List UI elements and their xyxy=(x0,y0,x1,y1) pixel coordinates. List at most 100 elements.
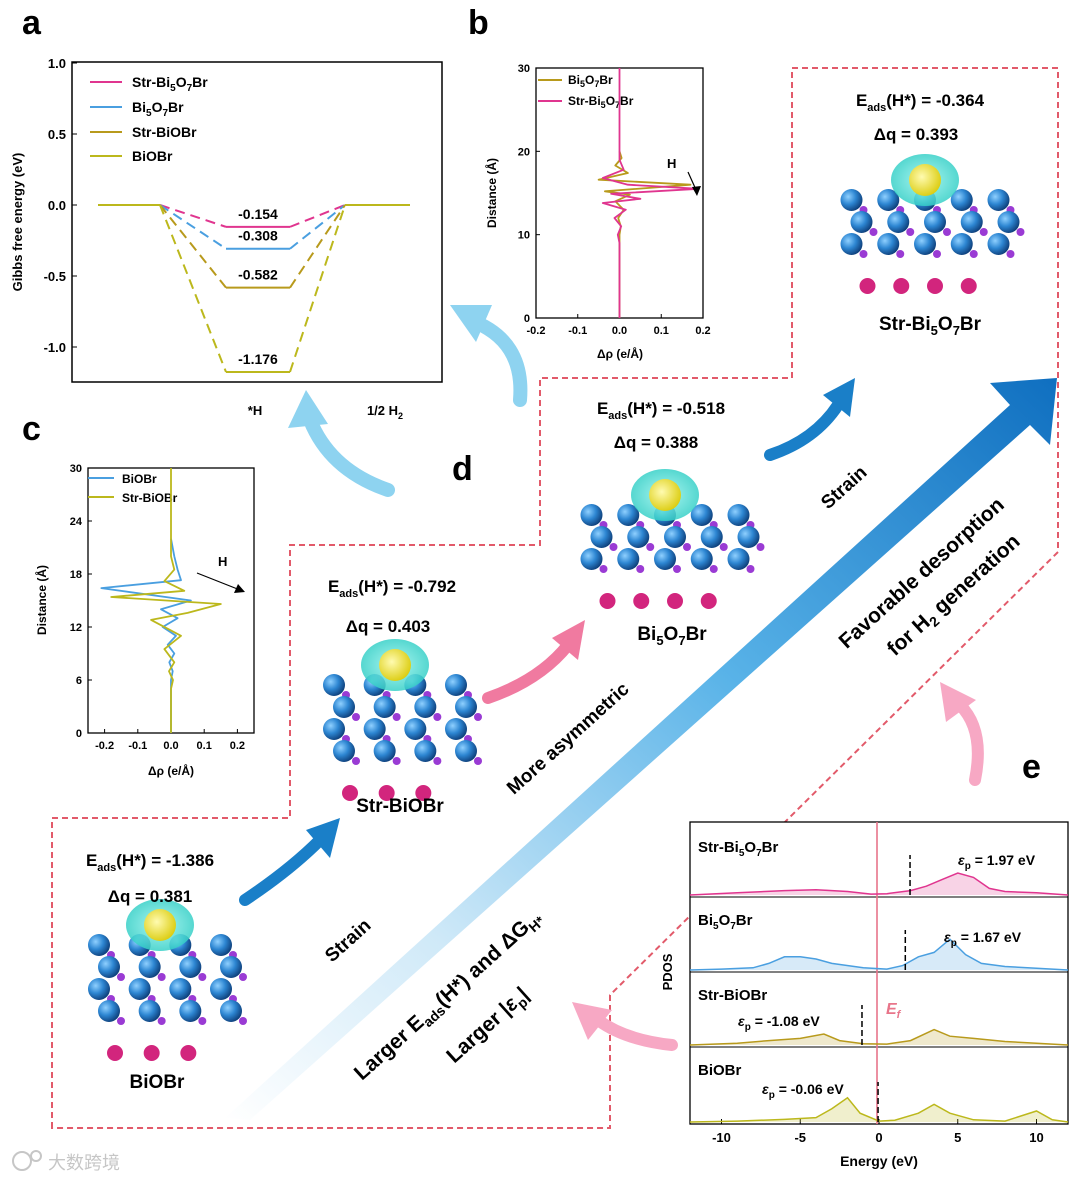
br-atom xyxy=(960,278,977,294)
watermark-logo-icon xyxy=(30,1150,42,1162)
o-atom xyxy=(239,1017,247,1025)
o-atom xyxy=(756,543,765,551)
legend-entry: BiOBr xyxy=(122,472,157,486)
h-atom xyxy=(379,649,411,681)
br-atom xyxy=(667,593,683,609)
ytick-label: -0.5 xyxy=(44,269,66,284)
bi-atom xyxy=(98,956,120,978)
bi-atom xyxy=(455,740,477,762)
arrow-pink-3-head xyxy=(572,1002,612,1040)
bi-atom xyxy=(877,233,900,255)
arrow-pink-2-head xyxy=(940,682,976,722)
eads-label-bi5o7br: Eads(H*) = -0.518 xyxy=(597,399,725,422)
strain-label-1: Strain xyxy=(321,915,375,967)
ytick-label: -1.0 xyxy=(44,340,66,355)
ytick-label: 10 xyxy=(518,230,530,242)
bi-atom xyxy=(323,718,345,740)
bi-atom xyxy=(373,696,396,718)
chart-c-annotation: H xyxy=(218,554,227,569)
eads-label-biobr: Eads(H*) = -1.386 xyxy=(86,851,214,874)
structure-name-biobr: BiOBr xyxy=(130,1072,186,1093)
xtick-label: 0.2 xyxy=(230,740,245,752)
pdos-series-label: Bi5O7Br xyxy=(698,912,753,932)
legend-entry: Str-BiOBr xyxy=(122,491,178,505)
h-atom xyxy=(909,164,941,196)
o-atom xyxy=(157,973,166,981)
bi-atom xyxy=(88,978,110,1000)
chart-a-legend: Str-Bi5O7Br Bi5O7Br Str-BiOBr BiOBr xyxy=(90,74,208,164)
dq-label-bi5o7br: Δq = 0.388 xyxy=(614,433,699,452)
pdos-area xyxy=(690,873,1068,895)
structure-model xyxy=(323,639,482,801)
o-atom xyxy=(198,1017,207,1025)
bi-atom xyxy=(210,978,232,1000)
bi-atom xyxy=(179,956,202,978)
watermark-logo-icon xyxy=(12,1151,32,1171)
energy-value-label: -1.176 xyxy=(238,351,278,367)
o-atom xyxy=(117,973,125,981)
o-atom xyxy=(239,973,247,981)
bi-atom xyxy=(700,526,723,548)
pdos-line xyxy=(689,1096,1069,1123)
xtick-label: -0.2 xyxy=(95,740,114,752)
structure-name-bi5o7br: Bi5O7Br xyxy=(637,624,707,648)
legend-entry: Str-Bi5O7Br xyxy=(568,94,634,110)
o-atom xyxy=(392,713,401,721)
pdos-series-label: BiOBr xyxy=(698,1062,742,1079)
bi-atom xyxy=(220,956,242,978)
xtick-label: 0.2 xyxy=(695,325,710,337)
chart-b-annotation: H xyxy=(667,156,676,171)
structure-model xyxy=(840,154,1025,294)
br-atom xyxy=(378,785,395,801)
o-atom xyxy=(943,228,951,236)
xtick-label: -0.1 xyxy=(568,325,587,337)
xtick-label: 0.0 xyxy=(612,325,627,337)
energy-value-label: -0.308 xyxy=(238,228,278,244)
ytick-label: 6 xyxy=(76,675,82,687)
bi-atom xyxy=(580,548,603,570)
panel-label-a: a xyxy=(22,4,42,42)
bi-atom xyxy=(664,526,686,548)
bi-atom xyxy=(987,233,1010,255)
chart-c-xlabel: Δρ (e/Å) xyxy=(148,763,194,778)
bi-atom xyxy=(987,189,1010,211)
chart-c-ylabel: Distance (Å) xyxy=(34,565,49,635)
o-atom xyxy=(933,250,941,258)
eads-label-str-bi5o7br: Eads(H*) = -0.364 xyxy=(856,91,985,114)
chart-a-plot: -0.154-0.308-0.582-1.176 xyxy=(98,204,410,373)
bi-atom xyxy=(404,718,427,740)
o-atom xyxy=(869,228,878,236)
o-atom xyxy=(859,250,868,258)
chart-b-xlabel: Δρ (e/Å) xyxy=(597,346,643,361)
h-atom xyxy=(144,909,176,941)
ytick-label: 0 xyxy=(76,728,82,740)
arrow-pink-1 xyxy=(482,639,574,704)
bi-atom xyxy=(914,233,936,255)
br-atom xyxy=(700,593,717,609)
pdos-area xyxy=(690,939,1068,970)
arrow-strain-1-head xyxy=(306,818,340,858)
o-atom xyxy=(392,757,401,765)
bi-atom xyxy=(950,233,973,255)
o-atom xyxy=(474,713,482,721)
bi-atom xyxy=(323,674,345,696)
bi-atom xyxy=(617,504,640,526)
panel-label-b: b xyxy=(468,4,489,42)
xtick-label: -10 xyxy=(712,1130,731,1145)
bi-atom xyxy=(690,504,713,526)
energy-connector xyxy=(289,204,346,228)
chart-a-xtick-h2: 1/2 H2 xyxy=(367,403,403,421)
chart-b-plot xyxy=(597,68,700,318)
chart-e-plot xyxy=(689,855,1069,1123)
dq-label-str-bi5o7br: Δq = 0.393 xyxy=(874,125,959,144)
chart-e-frame xyxy=(689,821,1069,1125)
chart-a-xtick-h: *H xyxy=(248,403,262,418)
o-atom xyxy=(474,757,482,765)
region-boundary xyxy=(51,67,1059,1129)
curved-arrows xyxy=(239,305,984,1051)
xtick-label: 5 xyxy=(954,1130,961,1145)
arrow-light-1 xyxy=(303,413,395,497)
